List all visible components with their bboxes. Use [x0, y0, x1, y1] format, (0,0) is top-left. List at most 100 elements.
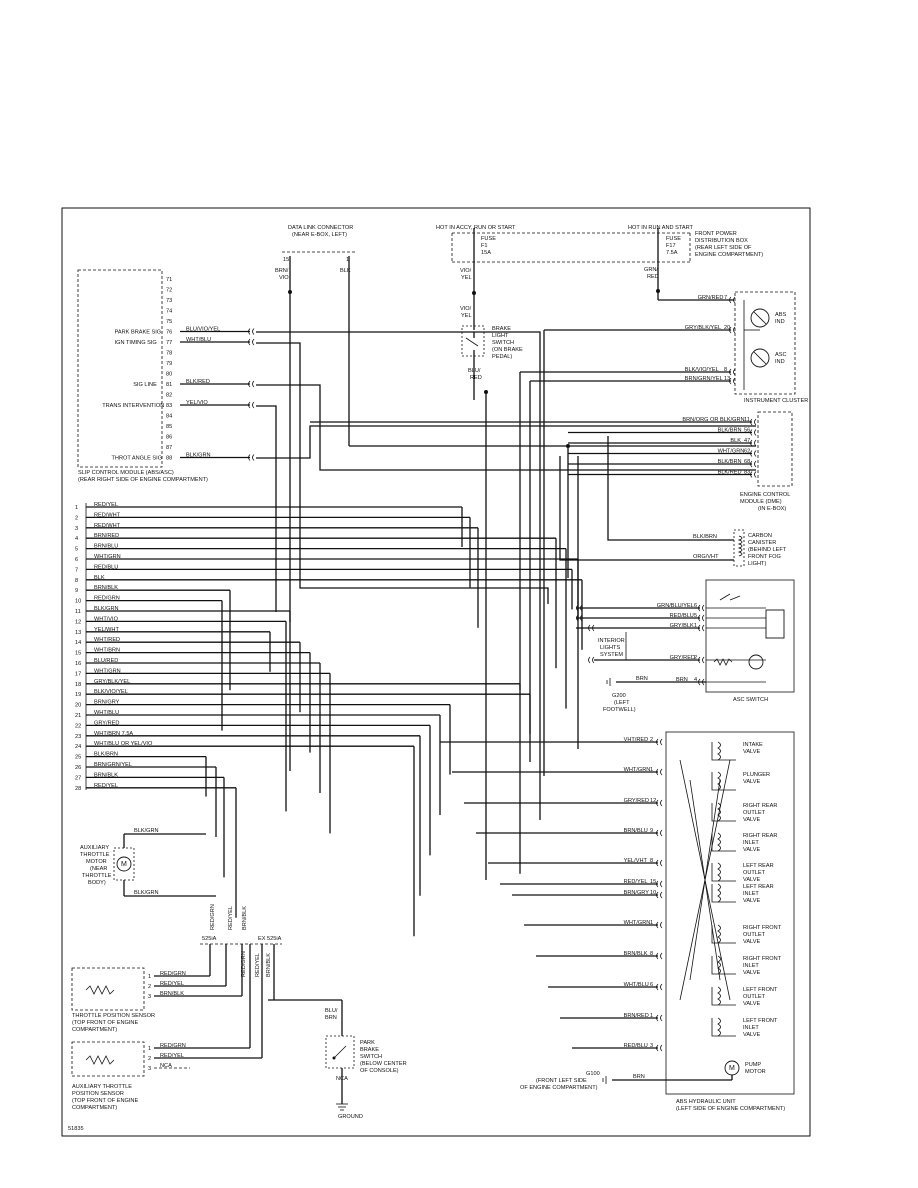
svg-text:(REAR LEFT SIDE OF: (REAR LEFT SIDE OF [695, 245, 752, 251]
svg-text:(BEHIND LEFT: (BEHIND LEFT [748, 547, 787, 553]
harness-wire-label: RED/GRN [94, 596, 120, 602]
tps-pin-number: 2 [148, 984, 151, 990]
ecm-pin-wire: BLK/RED [718, 470, 742, 476]
svg-text:PUMP: PUMP [745, 1062, 761, 1068]
svg-text:BRN/BLK: BRN/BLK [266, 953, 272, 977]
atps-pin-wire: RED/GRN [160, 1043, 186, 1049]
slip-pin-signal: SIG LINE [133, 382, 157, 388]
asc-pin-number: 1 [694, 623, 697, 629]
hu-pin-wire: BRN/GRY [624, 890, 650, 896]
ecm-pin-number: 83 [744, 470, 750, 476]
slip-pin-wire: BLK/GRN [186, 453, 211, 459]
harness-wire-number: 2 [75, 515, 78, 521]
harness-wire-number: 4 [75, 536, 78, 542]
hu-pin-number: 9 [650, 828, 653, 834]
harness-wire-number: 1 [75, 505, 78, 511]
svg-text:ORG/VHT: ORG/VHT [693, 554, 719, 560]
atps-pin-number: 1 [148, 1046, 151, 1052]
valve-label: LEFT REAR [743, 884, 774, 890]
harness-wire-number: 5 [75, 547, 78, 553]
harness-wire-number: 9 [75, 588, 78, 594]
hu-pin-number: 6 [650, 982, 653, 988]
svg-text:BRN/: BRN/ [275, 268, 289, 274]
harness-wire-number: 10 [75, 599, 81, 605]
slip-pin-number: 84 [166, 414, 172, 420]
data-link-connector: DATA LINK CONNECTOR (NEAR E-BOX, LEFT) 1… [275, 225, 756, 622]
slip-pin-number: 83 [166, 403, 172, 409]
svg-text:525iA: 525iA [202, 936, 217, 942]
valve-label: VALVE [743, 779, 760, 785]
svg-text:SYSTEM: SYSTEM [600, 652, 623, 658]
asc-pin-wire: GRY/BLK [670, 623, 694, 629]
svg-text:RED/GRN: RED/GRN [210, 904, 216, 930]
svg-text:ABS: ABS [775, 312, 786, 318]
harness-wire-number: 3 [75, 526, 78, 532]
svg-text:G200: G200 [612, 693, 626, 699]
park-brake-switch: BLU/ BRN NCA GROUND PARK BRAKE SWITCH (B… [268, 999, 407, 1120]
hu-pin-wire: BRN/BLU [624, 828, 648, 834]
svg-text:HOT IN RUN AND START: HOT IN RUN AND START [628, 225, 694, 231]
harness-wire-number: 16 [75, 661, 81, 667]
svg-text:CANISTER: CANISTER [748, 540, 776, 546]
asc-pin-wire: RED/BLU [670, 613, 694, 619]
harness-wire-number: 22 [75, 723, 81, 729]
asc-pin-number: 4 [694, 677, 697, 683]
svg-text:(ON BRAKE: (ON BRAKE [492, 347, 523, 353]
harness-wire-number: 19 [75, 692, 81, 698]
svg-text:BRN: BRN [325, 1015, 337, 1021]
svg-text:MOTOR: MOTOR [86, 859, 107, 865]
valve-label: LEFT FRONT [743, 1018, 778, 1024]
hu-pin-wire: BRN/RED [624, 1013, 649, 1019]
svg-text:(NEAR: (NEAR [90, 866, 107, 872]
ecm-pin-number: 62 [744, 449, 750, 455]
valve-label: LEFT FRONT [743, 987, 778, 993]
hu-pin-number: 15 [650, 879, 656, 885]
ecm-pin-number: 56 [744, 428, 750, 434]
ecm-pin-wire: BLK/BRN [718, 428, 742, 434]
harness-wire-label: GRY/BLK/YEL [94, 679, 130, 685]
harness-wire-label: WHT/GRN [94, 554, 121, 560]
svg-text:15: 15 [283, 257, 289, 263]
svg-text:BLK/GRN: BLK/GRN [134, 828, 159, 834]
harness-wire-label: BRN/GRN/YEL [94, 762, 132, 768]
svg-text:NCA: NCA [336, 1076, 348, 1082]
hu-pin-wire: RED/BLU [624, 1043, 648, 1049]
slip-pin-number: 81 [166, 382, 172, 388]
harness-wire-label: RED/YEL [94, 783, 118, 789]
slip-pin-number: 71 [166, 277, 172, 283]
svg-text:COMPARTMENT): COMPARTMENT) [72, 1027, 117, 1033]
svg-text:(FRONT LEFT SIDE: (FRONT LEFT SIDE [536, 1078, 587, 1084]
svg-text:THROTTLE POSITION SENSOR: THROTTLE POSITION SENSOR [72, 1013, 155, 1019]
ecm-pin-wire: BLK [730, 438, 741, 444]
slip-pin-number: 80 [166, 372, 172, 378]
slip-pin-signal: TRANS INTERVENTION [102, 403, 164, 409]
harness-wire-label: WHT/VIO [94, 616, 119, 622]
svg-text:LIGHT: LIGHT [492, 333, 509, 339]
atps-pin-wire: NCA [160, 1063, 172, 1069]
harness-wire-number: 25 [75, 755, 81, 761]
svg-text:VIO: VIO [279, 275, 289, 281]
svg-text:M: M [121, 861, 127, 868]
harness-wire-number: 7 [75, 567, 78, 573]
harness-wire-number: 11 [75, 609, 81, 615]
harness-wire-label: RED/WHT [94, 523, 121, 529]
svg-text:BRN/BLK: BRN/BLK [242, 906, 248, 930]
harness-wire-label: WHT/BRN 7.5A [94, 731, 133, 737]
valve-label: OUTLET [743, 994, 766, 1000]
harness-wire-label: WHT/BLU OR YEL/VIO [94, 741, 153, 747]
svg-text:(TOP FRONT OF ENGINE: (TOP FRONT OF ENGINE [72, 1098, 138, 1104]
valve-label: RIGHT FRONT [743, 925, 782, 931]
harness-wire-label: RED/WHT [94, 512, 121, 518]
hu-pin-wire: GRY/RED [624, 798, 649, 804]
svg-text:BRN: BRN [636, 676, 648, 682]
svg-text:IND: IND [775, 359, 785, 365]
svg-text:ABS HYDRAULIC UNIT: ABS HYDRAULIC UNIT [676, 1099, 736, 1105]
svg-text:F1: F1 [481, 243, 488, 249]
slip-pin-wire: BLU/VIO/YEL [186, 327, 220, 333]
valve-label: RIGHT FRONT [743, 956, 782, 962]
valve-label: VALVE [743, 817, 760, 823]
harness-wire-label: BLK/BRN [94, 752, 118, 758]
